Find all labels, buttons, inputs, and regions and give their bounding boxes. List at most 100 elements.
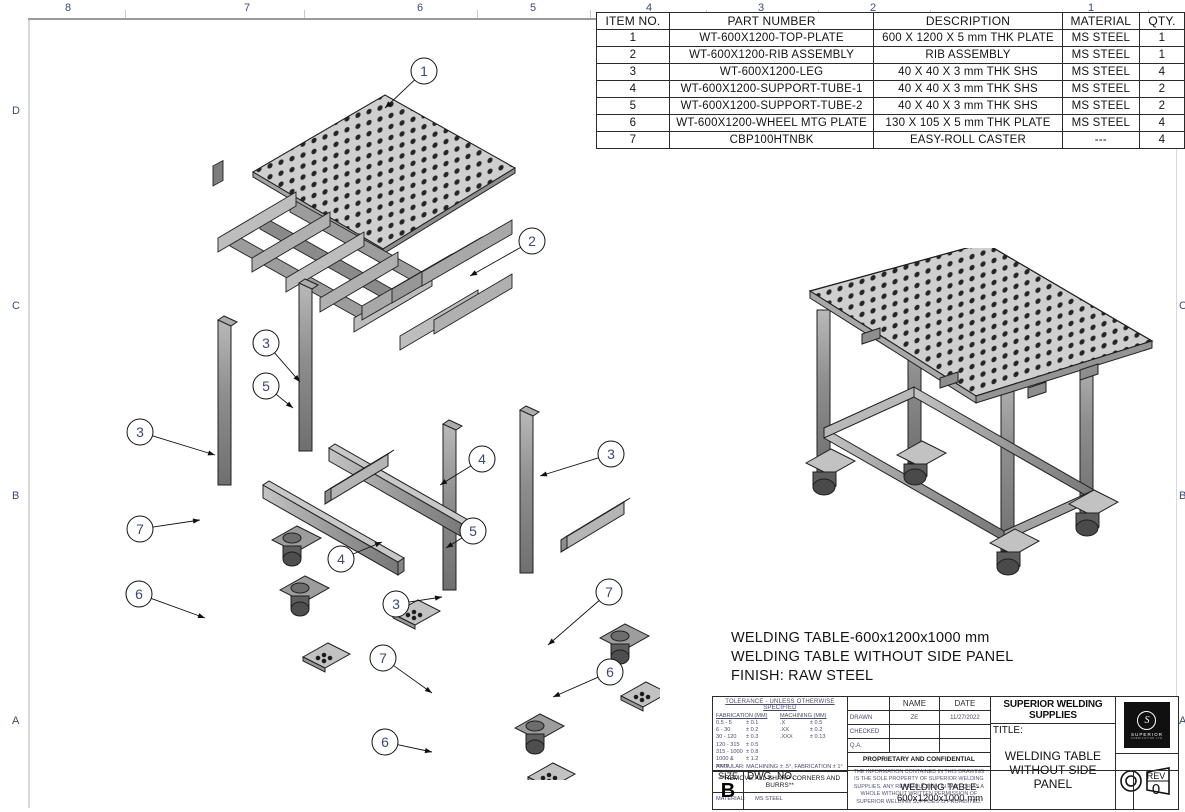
tolerance-row: .XXX± 0.13: [780, 734, 844, 741]
tolerance-range: 6 - 30: [716, 727, 731, 734]
tolerance-range: 315 - 1000: [716, 748, 743, 755]
bom-cell-item-no: 7: [596, 131, 670, 149]
approval-header-name: NAME: [890, 697, 940, 710]
proprietary-heading: PROPRIETARY AND CONFIDENTIAL: [847, 753, 990, 767]
bom-cell-part-number: WT-600X1200-RIB ASSEMBLY: [668, 46, 875, 64]
size-value: B: [720, 780, 736, 802]
tolerance-heading: TOLERANCE - UNLESS OTHERWISE SPECIFIED: [725, 699, 835, 711]
approval-date: [940, 725, 990, 738]
sheet-size-cell: SIZE B: [713, 771, 744, 809]
bom-cell-material: MS STEEL: [1061, 80, 1140, 98]
bom-header-material: MATERIAL: [1061, 12, 1140, 30]
third-angle-projection-icon: [1116, 754, 1178, 808]
approval-blank-cell: [848, 697, 891, 710]
bom-cell-qty: 1: [1138, 46, 1185, 64]
size-label: SIZE: [717, 771, 738, 781]
approval-row: Q.A.: [847, 739, 990, 753]
approval-header-row: NAME DATE: [847, 697, 990, 711]
zone-marker-top-4: 4: [645, 2, 653, 14]
tolerance-row: 30 - 120± 0.3: [716, 734, 780, 741]
bom-cell-qty: 2: [1138, 80, 1185, 98]
title-block: TOLERANCE - UNLESS OTHERWISE SPECIFIED F…: [712, 696, 1179, 810]
bom-cell-material: MS STEEL: [1061, 114, 1140, 132]
frame-left-border: [28, 18, 30, 808]
zone-marker-top-8: 8: [64, 2, 72, 14]
bom-cell-description: EASY-ROLL CASTER: [873, 131, 1063, 149]
tolerance-value: ± 0.2: [746, 727, 759, 734]
leg-3: [441, 419, 464, 591]
logo-text-secondary: FABRICATION LTD: [1131, 736, 1163, 740]
logo-text-primary: SUPERIOR: [1130, 731, 1163, 737]
zone-marker-left-C: C: [12, 300, 20, 312]
approval-role: DRAWN: [848, 711, 891, 724]
approval-role: CHECKED: [848, 725, 891, 738]
leg-4: [518, 405, 541, 574]
material-label: MATERIAL:: [716, 796, 746, 803]
zone-tick: [590, 10, 591, 18]
size-dwg-rev-strip: SIZE B DWG. NO. WELDING TABLE- 600x1200x…: [713, 770, 1178, 809]
tolerance-value: ± 0.1: [746, 720, 759, 726]
dwg-label: DWG. NO.: [747, 771, 795, 782]
zone-marker-top-7: 7: [243, 2, 251, 14]
bom-cell-description: 600 X 1200 X 5 mm THK PLATE: [873, 29, 1063, 47]
fabrication-heading: FABRICATION (MM): [716, 713, 768, 719]
bom-cell-part-number: CBP100HTNBK: [668, 131, 875, 149]
bom-cell-material: MS STEEL: [1061, 97, 1140, 115]
note-line-2: WELDING TABLE WITHOUT SIDE PANEL: [731, 649, 1014, 665]
logo-s-icon: S: [1137, 710, 1157, 730]
bom-header-part: PART NUMBER: [668, 12, 875, 30]
bom-cell-description: 40 X 40 X 3 mm THK SHS: [873, 63, 1063, 81]
approval-row: CHECKED: [847, 725, 990, 739]
dwg-number-line-2: 600x1200x1000 mm: [896, 793, 984, 804]
bom-cell-item-no: 4: [596, 80, 670, 98]
tolerance-row: 6 - 30 ± 0.2: [716, 727, 780, 734]
company-logo: S SUPERIOR FABRICATION LTD: [1115, 697, 1178, 754]
tolerance-row: 1000 & more± 1.2: [716, 755, 780, 769]
zone-marker-left-B: B: [12, 490, 20, 502]
machining-tolerance-list: .X± 0.5.XX± 0.2.XXX± 0.13: [780, 720, 844, 763]
logo-column: S SUPERIOR FABRICATION LTD: [1115, 697, 1178, 809]
bom-cell-part-number: WT-600X1200-WHEEL MTG PLATE: [668, 114, 875, 132]
bom-cell-item-no: 1: [596, 29, 670, 47]
exploded-assembly-view: [212, 94, 660, 780]
proprietary-body: THE INFORMATION CONTAINED IN THIS DRAWIN…: [853, 769, 985, 805]
approval-name: [890, 739, 940, 752]
bom-cell-qty: 1: [1138, 29, 1185, 47]
bom-header-row: ITEM NO. PART NUMBER DESCRIPTION MATERIA…: [596, 12, 1185, 30]
machining-heading: MACHINING (MM): [779, 713, 827, 719]
drawing-notes: WELDING TABLE-600x1200x1000 mm WELDING T…: [731, 629, 1014, 686]
tolerance-range: .XX: [779, 727, 789, 734]
note-line-1: WELDING TABLE-600x1200x1000 mm: [731, 630, 990, 646]
bom-cell-item-no: 5: [596, 97, 670, 115]
bill-of-materials-table: ITEM NO. PART NUMBER DESCRIPTION MATERIA…: [596, 12, 1185, 149]
tolerance-value: ± 0.2: [809, 727, 823, 734]
bom-cell-item-no: 3: [596, 63, 670, 81]
part-support-tube-2: [324, 449, 395, 505]
zone-marker-left-A: A: [12, 715, 20, 727]
bom-cell-material: ---: [1061, 131, 1140, 149]
approval-date: [940, 739, 990, 752]
tolerance-range: .XXX: [779, 734, 793, 741]
tolerance-value: ± 1.2: [746, 755, 759, 762]
tolerance-block: TOLERANCE - UNLESS OTHERWISE SPECIFIED F…: [713, 697, 848, 809]
bom-cell-description: 40 X 40 X 3 mm THK SHS: [873, 97, 1063, 115]
approval-name: ZE: [890, 711, 940, 724]
zone-marker-right-C: C: [1179, 300, 1185, 312]
frame-right-border: [1176, 18, 1177, 808]
material-value: MS STEEL: [755, 796, 783, 803]
tolerance-value: ± 0.3: [746, 734, 759, 741]
bom-cell-qty: 2: [1138, 97, 1185, 115]
bom-cell-material: MS STEEL: [1061, 63, 1140, 81]
bom-cell-part-number: WT-600X1200-LEG: [668, 63, 875, 81]
part-rib-assembly: [212, 159, 513, 351]
zone-marker-left-D: D: [12, 105, 20, 117]
assembled-table-view: [804, 248, 1154, 576]
tolerance-value: ± 0.5: [809, 720, 823, 726]
part-wheel-mtg-plates: [301, 599, 660, 780]
